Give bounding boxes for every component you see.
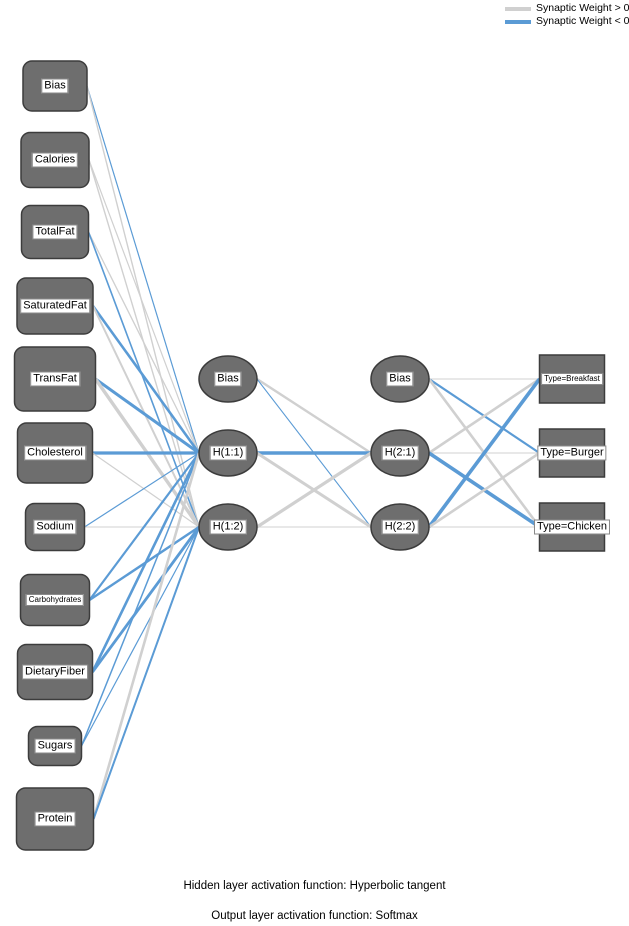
- edges-group: [80, 85, 541, 820]
- node-label-in_cal: Calories: [31, 152, 79, 168]
- line-swatch-positive-icon: [505, 6, 531, 11]
- edge-h1_2-h2_1: [256, 451, 372, 529]
- node-label-in_carbs: Carbohydrates: [25, 594, 85, 606]
- legend-item-positive: Synaptic Weight > 0: [505, 2, 629, 15]
- node-label-in_totfat: TotalFat: [32, 224, 78, 240]
- nodes-group: [13, 60, 606, 851]
- edge-in_protein-h1_2: [92, 526, 200, 820]
- edge-in_bias-h1_1: [86, 85, 200, 454]
- edge-in_cal-h1_1: [88, 159, 200, 454]
- legend: Synaptic Weight > 0 Synaptic Weight < 0: [505, 2, 629, 28]
- edge-h2_2-out_breakfast: [427, 377, 541, 529]
- node-label-out_chicken: Type=Chicken: [533, 519, 611, 535]
- edge-in_fiber-h1_1: [91, 452, 201, 673]
- edge-in_fiber-h1_2: [91, 526, 201, 673]
- edge-in_sodium-h1_1: [84, 452, 200, 528]
- node-label-in_bias: Bias: [41, 78, 69, 94]
- edge-in_protein-h1_1: [92, 452, 201, 820]
- output-activation-caption: Output layer activation function: Softma…: [211, 910, 418, 922]
- node-label-h2_2: H(2:2): [381, 519, 419, 535]
- legend-label-negative: Synaptic Weight < 0: [536, 15, 629, 27]
- hidden-activation-caption: Hidden layer activation function: Hyperb…: [183, 880, 446, 892]
- node-label-h2_1: H(2:1): [381, 445, 419, 461]
- node-label-in_fiber: DietaryFiber: [22, 664, 88, 680]
- node-label-out_breakfast: Type=Breakfast: [541, 373, 603, 385]
- edge-h1_bias-h2_1: [256, 377, 372, 455]
- edge-in_transfat-h1_1: [94, 377, 200, 455]
- edge-in_sugars-h1_2: [80, 526, 200, 747]
- node-label-in_sugars: Sugars: [34, 738, 76, 754]
- node-label-in_satfat: SaturatedFat: [20, 298, 90, 314]
- edge-in_totfat-h1_2: [87, 231, 200, 528]
- legend-label-positive: Synaptic Weight > 0: [536, 2, 629, 14]
- node-label-h1_1: H(1:1): [209, 445, 247, 461]
- node-label-in_protein: Protein: [34, 811, 76, 827]
- edge-in_carbs-h1_1: [88, 452, 200, 601]
- edge-in_satfat-h1_1: [91, 305, 201, 454]
- line-swatch-negative-icon: [505, 19, 531, 24]
- node-label-in_transfat: TransFat: [30, 371, 80, 387]
- node-label-h1_2: H(1:2): [209, 519, 247, 535]
- node-label-in_chol: Cholesterol: [24, 445, 86, 461]
- node-label-h1_bias: Bias: [214, 371, 242, 387]
- node-label-out_burger: Type=Burger: [537, 445, 607, 461]
- edge-in_totfat-h1_1: [87, 231, 200, 454]
- node-label-h2_bias: Bias: [386, 371, 414, 387]
- legend-item-negative: Synaptic Weight < 0: [505, 15, 629, 28]
- edge-in_sugars-h1_1: [80, 452, 200, 747]
- edge-h2_2-out_burger: [428, 451, 541, 529]
- edge-h2_1-out_breakfast: [428, 377, 541, 455]
- node-label-in_sodium: Sodium: [33, 519, 77, 535]
